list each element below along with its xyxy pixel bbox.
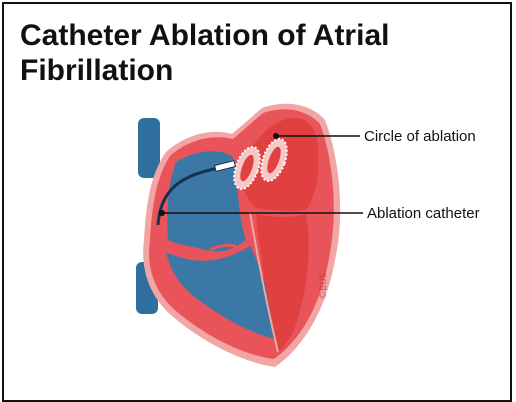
label-ablation-catheter: Ablation catheter bbox=[367, 205, 480, 222]
label-circle-of-ablation: Circle of ablation bbox=[364, 128, 476, 145]
leader-dot-circle bbox=[273, 133, 279, 139]
leader-dot-catheter bbox=[159, 210, 165, 216]
superior-vena-cava bbox=[138, 118, 160, 178]
watermark: ©BUS bbox=[319, 272, 329, 300]
